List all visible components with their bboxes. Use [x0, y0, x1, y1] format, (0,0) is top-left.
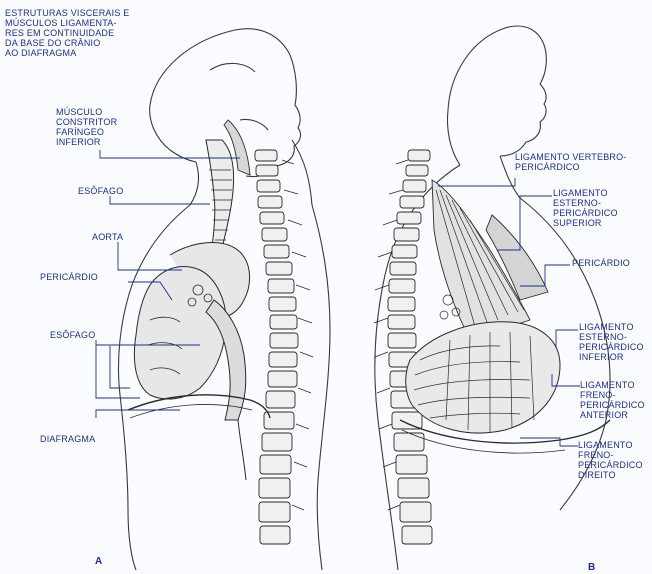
label-line: DIREITO — [578, 470, 643, 480]
figure-a-diaphragm — [128, 395, 270, 418]
title-line: ESTRUTURAS VISCERAIS E — [5, 8, 129, 18]
label-line: LIGAMENTO — [579, 322, 644, 332]
label-musculo-constritor: MÚSCULO CONSTRITOR FARÍNGEO INFERIOR — [56, 107, 117, 147]
panel-label-a: A — [95, 556, 102, 567]
label-esofago-top: ESÔFAGO — [78, 186, 123, 196]
label-aorta: AORTA — [92, 232, 123, 242]
label-line: CONSTRITOR — [56, 117, 117, 127]
title-line: AO DIAFRAGMA — [5, 48, 129, 58]
label-line: PERICÁRDICO — [580, 400, 645, 410]
label-line: AORTA — [92, 232, 123, 242]
label-line: SUPERIOR — [553, 218, 618, 228]
label-diafragma: DIAFRAGMA — [40, 434, 95, 444]
label-line: LIGAMENTO VERTEBRO- — [515, 152, 627, 162]
figure-title: ESTRUTURAS VISCERAIS E MÚSCULOS LIGAMENT… — [5, 8, 129, 58]
label-line: ESTERNO- — [579, 332, 644, 342]
label-line: LIGAMENTO — [580, 380, 645, 390]
label-line: FRENO- — [578, 450, 643, 460]
label-ligamento-freno-direito: LIGAMENTO FRENO- PERICÁRDICO DIREITO — [578, 440, 643, 480]
label-line: ESTERNO- — [553, 198, 618, 208]
label-line: LIGAMENTO — [553, 188, 618, 198]
label-line: ESÔFAGO — [50, 330, 95, 340]
title-line: RES EM CONTINUIDADE — [5, 28, 129, 38]
label-line: PERICÁRDICO — [579, 342, 644, 352]
panel-label-b: B — [588, 562, 595, 573]
label-pericardio-b: PERICÁRDIO — [572, 258, 630, 268]
label-ligamento-esterno-inferior: LIGAMENTO ESTERNO- PERICÁRDICO INFERIOR — [579, 322, 644, 362]
label-ligamento-vertebro: LIGAMENTO VERTEBRO- PERICÁRDICO — [515, 152, 627, 172]
title-line: MÚSCULOS LIGAMENTA- — [5, 18, 129, 28]
figure-a-spine — [255, 150, 298, 544]
label-line: MÚSCULO — [56, 107, 117, 117]
label-line: PERICÁRDICO — [553, 208, 618, 218]
label-line: DIAFRAGMA — [40, 434, 95, 444]
label-line: ANTERIOR — [580, 410, 645, 420]
figure-a-heart — [134, 243, 249, 420]
title-line: DA BASE DO CRÂNIO — [5, 38, 129, 48]
label-ligamento-freno-anterior: LIGAMENTO FRENO- PERICÁRDICO ANTERIOR — [580, 380, 645, 420]
label-pericardio-a: PERICÁRDIO — [40, 272, 98, 282]
figure-b-pericardium — [406, 322, 560, 433]
label-esofago-mid: ESÔFAGO — [50, 330, 95, 340]
label-line: PERICÁRDICO — [515, 162, 627, 172]
label-line: INFERIOR — [579, 352, 644, 362]
label-line: PERICÁRDIO — [40, 272, 98, 282]
label-line: LIGAMENTO — [578, 440, 643, 450]
figure-a-esophagus — [206, 140, 234, 248]
label-line: PERICÁRDIO — [572, 258, 630, 268]
label-line: FRENO- — [580, 390, 645, 400]
label-line: ESÔFAGO — [78, 186, 123, 196]
label-line: INFERIOR — [56, 137, 117, 147]
label-line: PERICÁRDICO — [578, 460, 643, 470]
label-line: FARÍNGEO — [56, 127, 117, 137]
label-ligamento-esterno-superior: LIGAMENTO ESTERNO- PERICÁRDICO SUPERIOR — [553, 188, 618, 228]
